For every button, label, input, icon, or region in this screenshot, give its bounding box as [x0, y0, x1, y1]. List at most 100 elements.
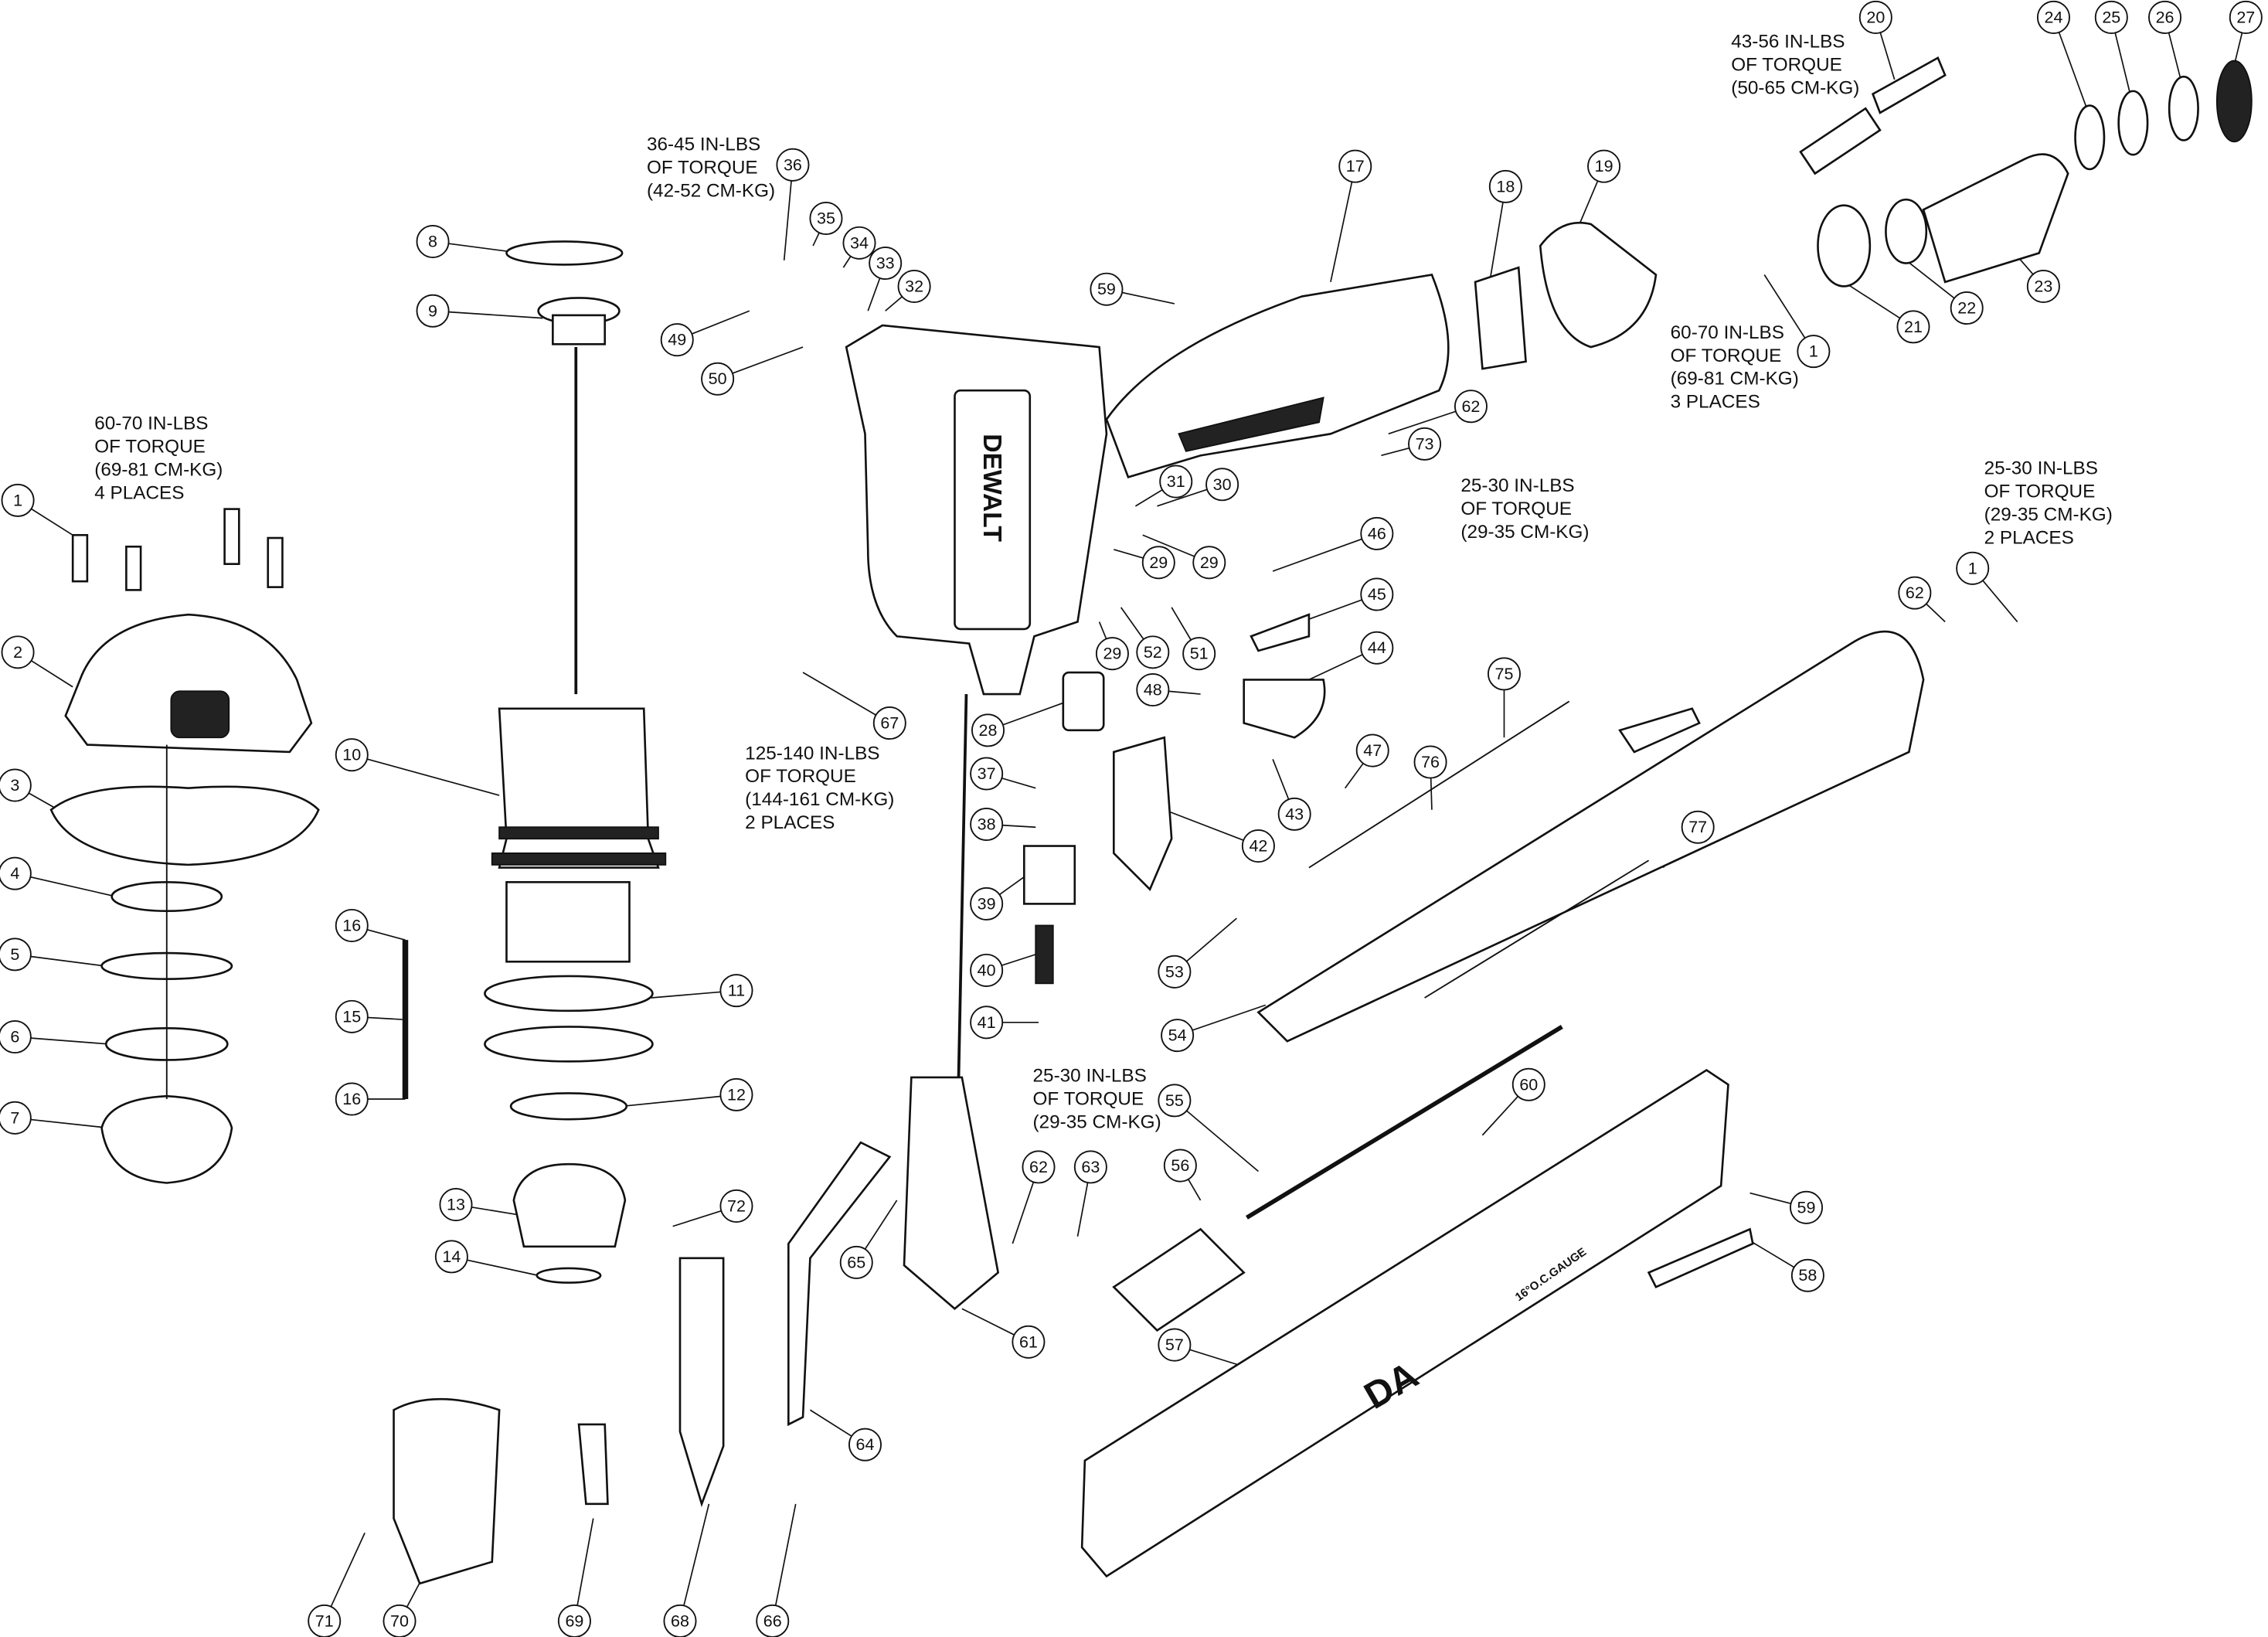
callout-circle — [1360, 631, 1394, 665]
callout-circle — [701, 362, 735, 396]
callout-circle — [842, 226, 876, 260]
torque-note-line: (69-81 CM-KG) — [94, 460, 223, 481]
callout-circle — [1012, 1325, 1046, 1359]
callout-circle — [1158, 1328, 1192, 1362]
callout-number: 58 — [1798, 1266, 1817, 1285]
callout-circle — [1136, 672, 1170, 706]
callout-circle — [1681, 810, 1715, 844]
callout-circle — [2094, 0, 2128, 34]
callout-circle — [970, 887, 1004, 921]
contact-trip — [393, 1397, 501, 1585]
callout-number: 77 — [1688, 818, 1707, 836]
torque-note-line: (69-81 CM-KG) — [1671, 369, 1799, 390]
callout-circle — [1408, 427, 1442, 461]
callout-number: 1 — [1968, 559, 1977, 577]
callout-part-4: 4 — [0, 856, 32, 890]
callout-number: 31 — [1167, 472, 1185, 491]
callout-circle — [660, 323, 694, 357]
torque-note-line: 60-70 IN-LBS — [1671, 322, 1784, 343]
callout-number: 11 — [728, 982, 745, 1000]
callout-circle — [970, 807, 1004, 842]
callout-circle — [335, 908, 369, 942]
handle — [1105, 274, 1450, 479]
callout-part-71: 71 — [308, 1604, 342, 1637]
callout-number: 70 — [390, 1611, 409, 1630]
callout-circle — [1161, 1019, 1195, 1053]
callout-part-13: 13 — [439, 1188, 473, 1222]
callout-circle — [1790, 1258, 1824, 1292]
callout-part-46: 46 — [1360, 516, 1394, 550]
torque-note-line: 36-45 IN-LBS — [647, 134, 760, 155]
end-cap — [1539, 221, 1658, 349]
callout-part-44: 44 — [1360, 631, 1394, 665]
callout-part-66: 66 — [756, 1604, 790, 1637]
callout-number: 55 — [1165, 1091, 1184, 1110]
callout-circle — [756, 1604, 790, 1637]
callout-part-45: 45 — [1360, 577, 1394, 611]
callout-part-55: 55 — [1158, 1084, 1192, 1118]
callout-circle — [416, 224, 450, 258]
leader-line — [432, 310, 543, 319]
callout-circle — [1587, 149, 1621, 183]
callout-circle — [1487, 657, 1521, 691]
callout-part-38: 38 — [970, 807, 1004, 842]
callout-number: 7 — [10, 1108, 19, 1127]
callout-part-2: 2 — [1, 635, 35, 669]
callout-circle — [383, 1604, 417, 1637]
callout-part-14: 14 — [434, 1240, 468, 1274]
callout-number: 19 — [1595, 157, 1613, 175]
callout-number: 51 — [1190, 645, 1209, 663]
callout-part-65: 65 — [839, 1245, 873, 1279]
callout-part-75: 75 — [1487, 657, 1521, 691]
leader-line — [679, 1503, 710, 1622]
callout-part-28: 28 — [971, 713, 1005, 747]
callout-number: 38 — [978, 815, 996, 833]
callout-part-5: 5 — [0, 938, 32, 972]
callout-number: 62 — [1461, 397, 1480, 416]
torque-note-line: (29-35 CM-KG) — [1460, 522, 1589, 543]
callout-number: 29 — [1200, 553, 1219, 572]
callout-number: 36 — [784, 155, 802, 174]
callout-part-29: 29 — [1192, 546, 1226, 580]
callout-circle — [1136, 635, 1170, 669]
callout-number: 37 — [978, 764, 996, 783]
callout-circle — [308, 1604, 342, 1637]
callout-circle — [970, 953, 1004, 987]
callout-part-69: 69 — [557, 1604, 591, 1637]
callout-number: 1 — [1809, 342, 1818, 361]
callout-circle — [1022, 1150, 1056, 1184]
callout-part-35: 35 — [809, 202, 843, 236]
callout-number: 27 — [2236, 8, 2255, 26]
callout-number: 44 — [1368, 638, 1386, 657]
air-fitting — [1799, 107, 1882, 175]
callout-part-6: 6 — [0, 1020, 32, 1054]
callout-part-24: 24 — [2036, 0, 2070, 34]
callout-part-51: 51 — [1182, 637, 1216, 671]
callout-part-47: 47 — [1355, 733, 1389, 767]
torque-note-line: 25-30 IN-LBS — [1984, 458, 2098, 479]
callout-part-62: 62 — [1022, 1150, 1056, 1184]
callout-circle — [872, 706, 906, 740]
leader-line — [1330, 165, 1356, 283]
cylinder-assembly — [402, 240, 667, 1284]
callout-part-53: 53 — [1158, 955, 1192, 989]
callout-part-29: 29 — [1095, 637, 1129, 671]
torque-note-line: 43-56 IN-LBS — [1731, 32, 1845, 53]
callout-part-58: 58 — [1790, 1258, 1824, 1292]
cylinder — [498, 707, 660, 869]
callout-circle — [439, 1188, 473, 1222]
callout-part-8: 8 — [416, 224, 450, 258]
callout-part-3: 3 — [0, 768, 32, 802]
torque-note-line: (42-52 CM-KG) — [647, 180, 775, 201]
callout-number: 62 — [1029, 1158, 1048, 1176]
leader-line — [573, 1518, 594, 1622]
callout-circle — [1163, 1149, 1197, 1183]
callout-number: 26 — [2156, 8, 2174, 26]
callout-part-56: 56 — [1163, 1149, 1197, 1183]
callout-number: 64 — [856, 1435, 875, 1454]
callout-part-49: 49 — [660, 323, 694, 357]
